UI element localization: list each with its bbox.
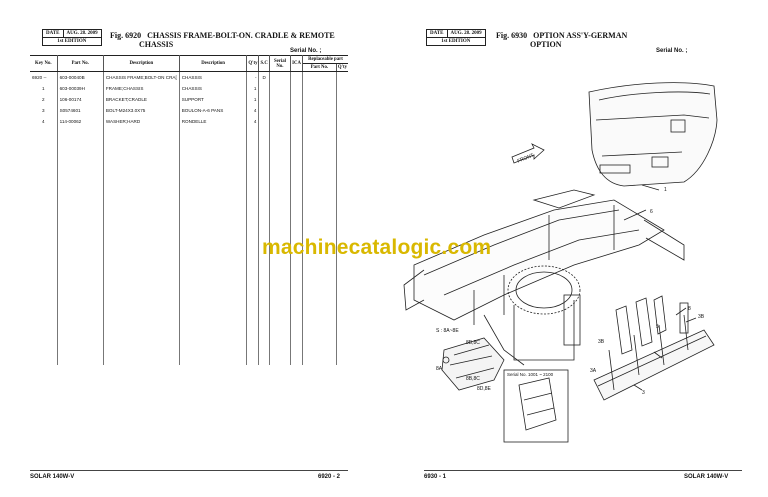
cell-key: 4 [30,116,58,365]
cell-part: 106-00174 [57,94,104,105]
header-part-no: Part No. [57,55,104,72]
cell-sc [258,94,270,105]
header-description-alt: Description [179,55,248,72]
callout-8d: 8D,8E [477,386,492,392]
callout-8a: 8A [436,366,443,372]
figure-title: Fig. 6920 CHASSIS FRAME-BOLT-ON. CRADLE … [110,31,335,49]
callout-s-label: S : 8A~8E [436,328,459,334]
table-row: 6920 -- 603-00040B CHASSIS FRAME;BOLT-ON… [30,71,348,83]
table-row: 2 106-00174 BRACKET;CRADLE SUPPORT 1 [30,94,348,105]
table-row: 4 114-00062 WASHER;HARD RONDELLE 4 [30,116,348,365]
header-rep-qty: Q'ty [336,63,348,72]
cell-part: 603-00040B [57,71,104,83]
cell-key: 3 [30,105,58,116]
callout-3b-left: 3B [598,339,605,345]
cell-key: 2 [30,94,58,105]
cell-desc-alt: CHASSIS [179,83,248,94]
cell-sc: D [258,71,270,83]
callout-8: 8 [688,306,691,312]
counterweight-part [588,82,718,187]
edition-label: 1st EDITION [441,39,471,44]
date-value: AUG. 28. 2009 [66,31,98,36]
cell-desc: CHASSIS FRAME;BOLT-ON CRA[ [103,71,180,83]
figure-number: Fig. 6920 [110,31,142,40]
cell-sc [258,116,270,365]
header-replaceable: Replaceable part [302,55,348,64]
callout-3b: 3B [698,314,705,320]
edition-label: 1st EDITION [57,39,87,44]
header-serial-no: Serial No. [269,55,292,72]
watermark-text: machinecatalogic.com [262,236,492,259]
header-ica: ICA [290,55,303,72]
cell-desc: FRAME;CHASSIS [103,83,180,94]
cell-qty: 4 [246,116,260,365]
date-value: AUG. 28. 2009 [450,31,482,36]
footer-rule [424,470,742,471]
cell-qty: 4 [246,105,260,116]
exploded-parts-drawing: FRONT 1 6 8 3B 3B 5 3A 3 S : 8A~8E 8B,8C… [403,82,718,443]
footer-page-number: 6920 - 2 [318,474,341,480]
date-box: DATE AUG. 28. 2009 1st EDITION [426,29,486,46]
figure-title: Fig. 6930 OPTION ASS'Y-GERMAN OPTION [496,31,627,49]
cell-qty: 1 [246,83,260,94]
figure-number: Fig. 6930 [496,31,528,40]
callout-8b-lower: 8B,8C [466,376,480,382]
callout-3: 3 [642,390,645,396]
footer-model: SOLAR 140W-V [684,474,729,480]
right-page: DATE AUG. 28. 2009 1st EDITION Fig. 6930… [384,0,768,497]
footer-model: SOLAR 140W-V [30,474,75,480]
header-description: Description [103,55,180,72]
table-row: 3 S0574601 BOLT-M24X3.0X75 BOULON-A-6 PA… [30,105,348,116]
date-label: DATE [427,30,448,37]
footer-page-number: 6930 - 1 [424,474,447,480]
serial-inset-label: Serial No. 1001 ~ 2100 [507,372,554,377]
front-arrow-icon [511,143,545,164]
cell-desc-alt: RONDELLE [179,116,248,365]
figure-title-line2: CHASSIS [139,40,174,49]
header-rep-part-no: Part No. [302,63,337,72]
serial-label: Serial No. ; [656,48,688,54]
cell-key: 1 [30,83,58,94]
cell-desc: BRACKET;CRADLE [103,94,180,105]
cell-key: 6920 -- [30,71,58,83]
cell-qty: - [246,71,260,83]
cell-part: S0574601 [57,105,104,116]
figure-title-line1: CHASSIS FRAME-BOLT-ON. CRADLE & REMOTE [147,31,335,40]
hydraulic-pump-part [441,337,505,391]
footer-rule [30,470,348,471]
callout-3a: 3A [590,368,597,374]
cell-desc: BOLT-M24X3.0X75 [103,105,180,116]
figure-title-line1: OPTION ASS'Y-GERMAN [533,31,628,40]
cell-desc: WASHER;HARD [103,116,180,365]
callout-6: 6 [650,209,653,215]
callout-8b: 8B,8C [466,340,480,346]
cell-part: 114-00062 [57,116,104,365]
header-key-no: Key No. [30,55,58,72]
header-qty: Q'ty [246,55,260,72]
cell-desc-alt: CHASSIS [179,71,248,83]
blade-bracket-part [615,295,667,355]
dozer-blade-part [593,302,715,401]
chassis-frame-part [403,189,685,366]
date-box: DATE AUG. 28. 2009 1st EDITION [42,29,102,46]
cell-sc [258,83,270,94]
date-label: DATE [43,30,64,37]
cell-qty: 1 [246,94,260,105]
cell-sc [258,105,270,116]
parts-table: Key No. Part No. Description Description… [30,55,348,365]
left-page: DATE AUG. 28. 2009 1st EDITION Fig. 6920… [30,29,348,480]
callout-5: 5 [656,324,659,330]
serial-inset-box [503,369,569,443]
cell-desc-alt: SUPPORT [179,94,248,105]
cell-part: 603-00039H [57,83,104,94]
serial-label: Serial No. ; [290,48,322,54]
figure-title-line2: OPTION [530,40,562,49]
header-sc: S.C [258,55,270,72]
table-row: 1 603-00039H FRAME;CHASSIS CHASSIS 1 [30,83,348,94]
callout-1: 1 [664,187,667,193]
cell-desc-alt: BOULON-A-6 PANS [179,105,248,116]
